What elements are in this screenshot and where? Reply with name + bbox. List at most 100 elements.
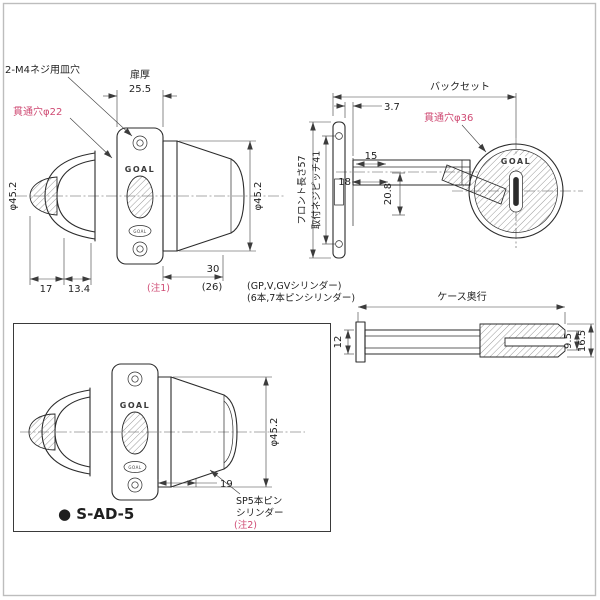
leader-line	[209, 469, 241, 495]
bolt-opening	[334, 178, 344, 206]
dim-door-thickness: 25.5	[129, 84, 151, 95]
label-front-length: フロント長さ57	[297, 155, 308, 224]
cone-front-ring	[223, 400, 234, 464]
leader-line	[461, 124, 487, 153]
dim-19: 19	[220, 479, 233, 490]
door-thickness-dimension: 25.5 扉厚	[103, 68, 177, 127]
label-case-depth: ケース奥行	[437, 290, 487, 303]
dim-diameter-right: φ45.2	[253, 182, 264, 211]
logo-oval	[128, 225, 152, 237]
case-detail-dimensions: 15 18 20.8	[338, 151, 405, 216]
label-sp5-cylinder-1: SP5本ピン	[236, 495, 282, 507]
dim-3-7: 3.7	[384, 102, 400, 113]
logo-oval-text: GOAL	[133, 229, 146, 234]
rose-plate: GOAL GOAL	[111, 363, 159, 501]
label-screw-pitch: 取付ネジピッチ41	[312, 151, 323, 230]
keyway-slot-icon	[513, 177, 519, 206]
knob-depth-dimensions: 17 13.4	[29, 216, 92, 295]
cylinder-length-dimension: 19	[157, 479, 233, 490]
dim-30: 30	[207, 264, 220, 275]
cone-top-line	[170, 376, 225, 396]
front-plate-edge	[355, 321, 366, 363]
cylinder-housing	[162, 140, 245, 252]
label-backset: バックセット	[430, 81, 490, 93]
cylinder-housing	[157, 376, 238, 488]
cylinder-face-inner	[474, 149, 558, 233]
front-plate-outline	[332, 121, 346, 259]
dim-9-5: 9.5	[563, 333, 574, 349]
cone-bottom-line	[170, 468, 225, 488]
logo-oval	[123, 461, 147, 473]
label-cylinder-type-2: (6本,7本ピンシリンダー)	[247, 292, 355, 304]
knob-tip-hatched	[28, 413, 56, 451]
cone-front-cap	[223, 394, 238, 470]
brand-logo-text: GOAL	[120, 401, 150, 410]
dim-13-4: 13.4	[68, 284, 90, 295]
cylinder-face-outer	[468, 143, 564, 239]
keyway-oval-hatched	[121, 411, 149, 455]
dim-17: 17	[40, 284, 53, 295]
latch-assembly	[355, 321, 566, 363]
screw-hole-bottom	[127, 477, 143, 493]
dim-20-8: 20.8	[383, 183, 394, 205]
right-diameter-dimension: φ45.2	[179, 140, 264, 252]
screw-hole-top-inner	[131, 375, 139, 383]
dim-16-5: 16.5	[577, 330, 588, 352]
logo-oval-text: GOAL	[128, 465, 141, 470]
screw-hole-top-inner	[136, 139, 144, 147]
knob-tip-hatched	[29, 176, 58, 216]
label-cylinder-type-1: (GP,V,GVシリンダー)	[247, 280, 341, 292]
label-sp5-cylinder-2: シリンダー	[236, 507, 284, 519]
cylinder-face: GOAL	[468, 143, 564, 239]
dim-26: (26)	[202, 282, 223, 293]
cylinder-flange	[157, 376, 172, 488]
dim-diameter-left: φ45.2	[8, 182, 19, 211]
screw-pitch-dimension: 取付ネジピッチ41	[312, 135, 335, 245]
bolt-fork-hatched	[479, 323, 566, 358]
logo-clearing	[501, 155, 531, 167]
leader-line	[69, 117, 113, 159]
keyway-oval-hatched	[126, 175, 154, 219]
latch-case-outline	[352, 159, 471, 186]
front-plate	[332, 121, 354, 259]
cone-front-cap	[230, 158, 245, 234]
offset-dimension: 3.7	[334, 102, 400, 156]
label-through-hole-36: 貫通穴φ36	[424, 111, 473, 124]
cone-bottom-line	[176, 232, 232, 252]
side-view: GOAL GOAL 25.5 扉厚 2-M4ネジ用皿穴 貫通穴φ22	[5, 63, 355, 304]
screw-hole-top	[127, 371, 143, 387]
case-view: ケース奥行 12 9.5 16.5	[333, 290, 594, 363]
case-body	[364, 329, 481, 355]
label-door-thickness: 扉厚	[130, 68, 150, 81]
model-box-border	[13, 323, 331, 532]
dim-12: 12	[333, 336, 344, 349]
front-length-dimension: フロント長さ57	[297, 121, 331, 259]
cylinder-depth-dimension: 30 (26)	[162, 255, 224, 293]
model-view: GOAL GOAL φ45.2 19 SP5本ピン	[13, 323, 331, 532]
bolt-height-dimensions: 9.5 16.5	[563, 323, 594, 358]
note-2: (注2)	[234, 519, 257, 531]
dim-18: 18	[338, 177, 351, 188]
backset-dimension: バックセット	[332, 81, 517, 138]
case-height-dimension: 12	[333, 329, 354, 355]
dim-diameter: φ45.2	[269, 418, 280, 447]
label-screw-countersink: 2-M4ネジ用皿穴	[5, 63, 80, 76]
note-1: (注1)	[147, 282, 170, 294]
cylinder-flange	[162, 140, 178, 252]
label-through-hole-22: 貫通穴φ22	[13, 105, 62, 118]
brand-logo-text: GOAL	[501, 157, 531, 166]
model-number: ● S-AD-5	[58, 505, 134, 523]
screw-hole-top	[132, 135, 148, 151]
dim-15: 15	[365, 151, 378, 162]
diameter-dimension: φ45.2	[173, 376, 280, 488]
leader-line	[67, 76, 133, 137]
screw-hole-bottom-inner	[136, 245, 144, 253]
thumbturn-knob	[29, 150, 96, 242]
screw-hole-bottom	[132, 241, 148, 257]
screw-hole-bottom-inner	[131, 481, 139, 489]
cone-top-line	[176, 140, 232, 160]
brand-logo-text: GOAL	[125, 165, 155, 174]
